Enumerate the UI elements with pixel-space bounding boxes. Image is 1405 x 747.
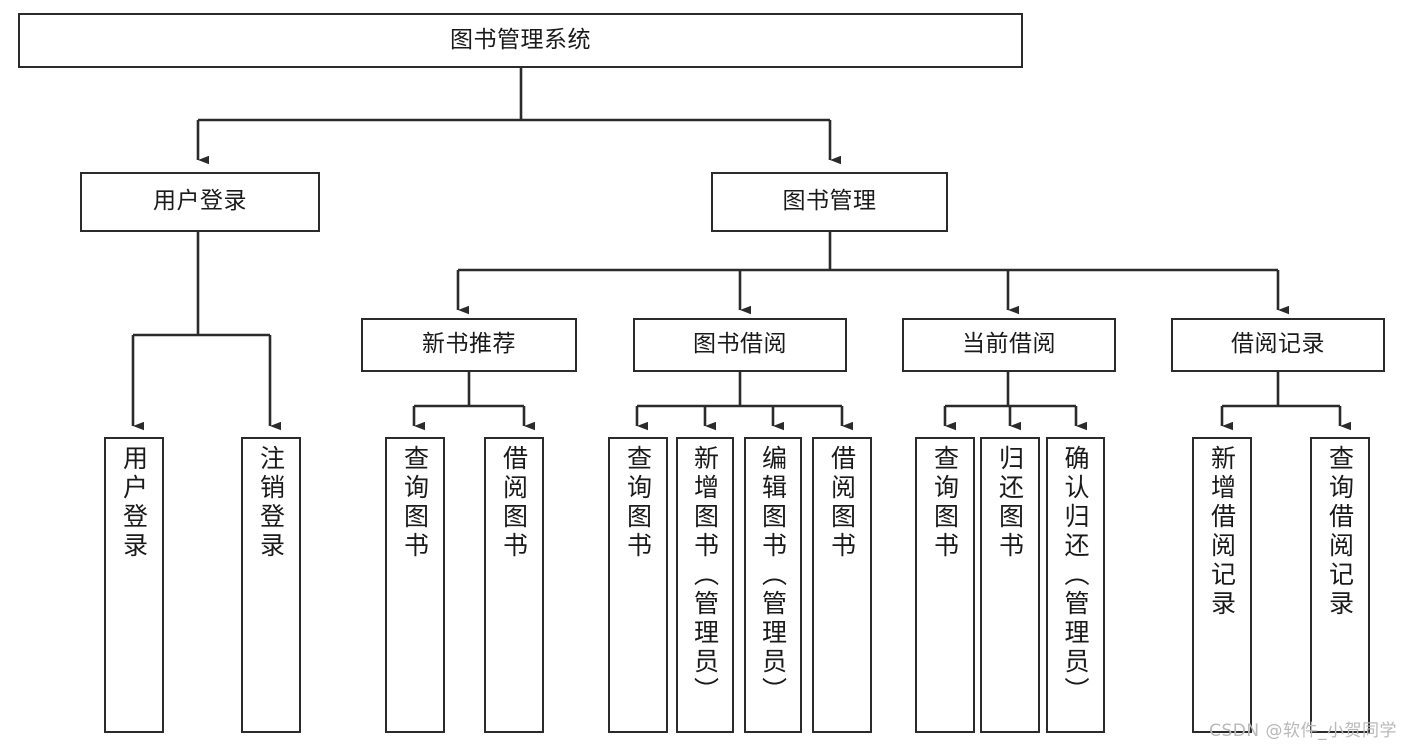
- node-book-borrow-label: 图书借阅: [693, 331, 787, 358]
- leaf-confirm-return-label: 确认归还（管理员）: [1061, 445, 1090, 706]
- leaf-borrow-book-1-label: 借阅图书: [499, 445, 529, 561]
- leaf-edit-book-label: 编辑图书（管理员）: [758, 445, 788, 706]
- node-new-book-recommend[interactable]: 新书推荐: [361, 318, 577, 372]
- node-book-borrow[interactable]: 图书借阅: [633, 318, 847, 372]
- leaf-query-book-1-label: 查询图书: [400, 445, 430, 561]
- node-current-borrow[interactable]: 当前借阅: [902, 318, 1116, 372]
- leaf-query-book-3[interactable]: 查询图书: [915, 437, 975, 733]
- leaf-add-record[interactable]: 新增借阅记录: [1192, 437, 1252, 733]
- node-root[interactable]: 图书管理系统: [18, 13, 1023, 68]
- leaf-return-book[interactable]: 归还图书: [980, 437, 1040, 733]
- leaf-edit-book[interactable]: 编辑图书（管理员）: [744, 437, 802, 733]
- node-root-label: 图书管理系统: [450, 26, 591, 53]
- leaf-logout-label: 注销登录: [256, 445, 286, 561]
- leaf-borrow-book-2-label: 借阅图书: [827, 445, 857, 561]
- node-new-book-recommend-label: 新书推荐: [422, 331, 516, 358]
- node-borrow-record[interactable]: 借阅记录: [1171, 318, 1385, 372]
- node-user-login[interactable]: 用户登录: [80, 172, 320, 232]
- leaf-add-book[interactable]: 新增图书（管理员）: [676, 437, 734, 733]
- leaf-query-book-2[interactable]: 查询图书: [608, 437, 668, 733]
- watermark: CSDN @软件_小贺同学: [1209, 721, 1397, 741]
- leaf-borrow-book-1[interactable]: 借阅图书: [484, 437, 544, 733]
- leaf-confirm-return[interactable]: 确认归还（管理员）: [1046, 437, 1105, 733]
- leaf-user-login[interactable]: 用户登录: [104, 437, 164, 733]
- leaf-return-book-label: 归还图书: [995, 445, 1025, 561]
- leaf-add-record-label: 新增借阅记录: [1207, 445, 1237, 619]
- node-user-login-label: 用户登录: [153, 188, 247, 215]
- node-book-manage[interactable]: 图书管理: [711, 172, 948, 232]
- node-book-manage-label: 图书管理: [782, 188, 877, 215]
- leaf-query-record-label: 查询借阅记录: [1325, 445, 1355, 619]
- node-borrow-record-label: 借阅记录: [1231, 331, 1325, 358]
- leaf-query-book-1[interactable]: 查询图书: [385, 437, 445, 733]
- node-current-borrow-label: 当前借阅: [962, 331, 1056, 358]
- leaf-add-book-label: 新增图书（管理员）: [690, 445, 720, 706]
- leaf-query-record[interactable]: 查询借阅记录: [1310, 437, 1370, 733]
- leaf-user-login-label: 用户登录: [119, 445, 149, 561]
- leaf-query-book-2-label: 查询图书: [623, 445, 653, 561]
- leaf-borrow-book-2[interactable]: 借阅图书: [812, 437, 872, 733]
- leaf-logout[interactable]: 注销登录: [241, 437, 301, 733]
- leaf-query-book-3-label: 查询图书: [930, 445, 960, 561]
